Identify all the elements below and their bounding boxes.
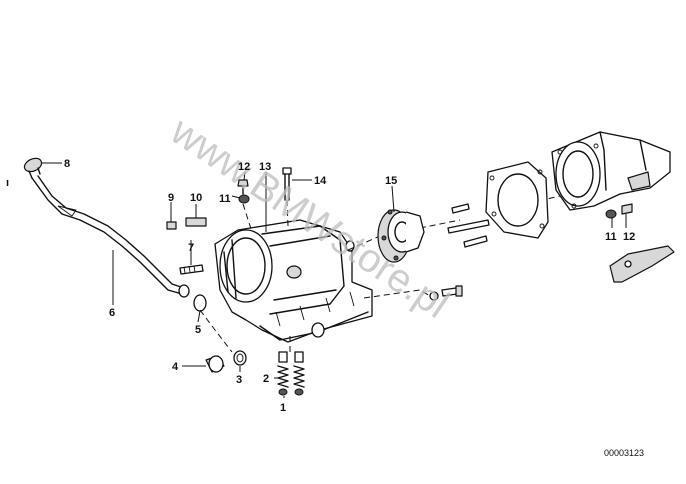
part-label-7: 7 — [188, 242, 194, 254]
mount-bracket — [609, 245, 675, 283]
studs — [447, 203, 490, 248]
extension-housing — [551, 131, 671, 211]
dipstick-handle — [23, 157, 43, 179]
dipstick-tube — [31, 175, 190, 298]
drain-plug — [205, 355, 225, 373]
part-label-2: 2 — [263, 373, 269, 385]
gasket — [485, 161, 549, 239]
transmission-housing — [214, 219, 373, 343]
part-label-15: 15 — [385, 175, 397, 187]
figure-code: 00003123 — [604, 448, 644, 458]
spring-set-right — [293, 351, 305, 396]
margin-mark: ı — [6, 177, 9, 189]
bolt-14 — [282, 167, 292, 201]
part-label-5: 5 — [195, 324, 201, 336]
part-label-12-left: 12 — [238, 161, 250, 173]
part-label-10: 10 — [190, 192, 202, 204]
part-label-6: 6 — [109, 307, 115, 319]
washer-3 — [233, 350, 247, 366]
stud-7 — [179, 264, 204, 275]
plate-9 — [166, 221, 177, 230]
part-label-4: 4 — [172, 361, 179, 373]
leader-lines — [42, 162, 627, 398]
part-label-12-right: 12 — [623, 231, 635, 243]
part-label-8: 8 — [64, 158, 70, 170]
nut-11-right — [605, 209, 617, 219]
bolt-12-right — [621, 203, 633, 215]
o-ring — [193, 294, 207, 312]
part-label-1: 1 — [280, 402, 286, 414]
part-label-9: 9 — [168, 192, 174, 204]
flange-bolt — [429, 285, 463, 301]
nut-11-left — [238, 194, 250, 204]
part-label-11-right: 11 — [605, 231, 617, 243]
part-label-11-left: 11 — [219, 193, 231, 205]
part-label-14: 14 — [314, 175, 327, 187]
plate-10 — [185, 217, 207, 227]
part-label-13: 13 — [259, 161, 271, 173]
part-label-3: 3 — [236, 374, 242, 386]
spring-set-left — [277, 351, 289, 396]
